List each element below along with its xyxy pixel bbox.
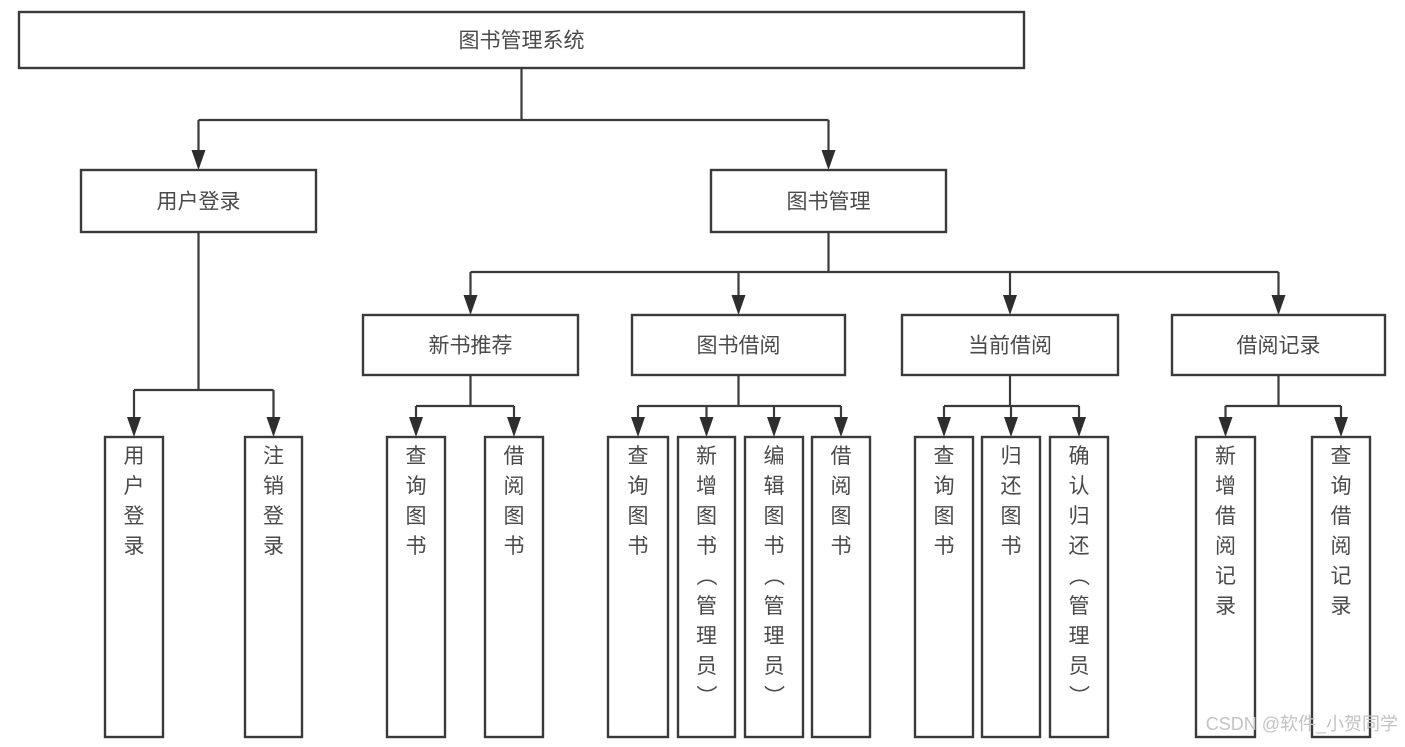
node-box	[980, 435, 1042, 739]
node-label: 查询图书	[406, 445, 427, 558]
node-label: 注销登录	[263, 445, 284, 558]
arrow-head-icon	[409, 417, 423, 437]
arrow-head-icon	[767, 417, 781, 437]
node-box	[483, 435, 545, 739]
arrow-head-icon	[127, 417, 141, 437]
arrow-head-icon	[1003, 295, 1017, 315]
node-label: 归还图书	[1001, 445, 1022, 558]
node-box	[103, 435, 165, 739]
csdn-watermark: CSDN @软件_小贺同学	[1206, 714, 1398, 735]
node-leaf-2[interactable]: 查询图书	[385, 435, 447, 739]
node-label: 借阅图书	[504, 445, 525, 558]
node-box	[361, 313, 580, 377]
node-label: 用户登录	[157, 191, 241, 214]
node-leaf-10[interactable]: 确认归还（管理员）	[1048, 435, 1110, 739]
node-box	[913, 435, 975, 739]
node-leaf-7[interactable]: 借阅图书	[810, 435, 872, 739]
node-leaf-0[interactable]: 用户登录	[103, 435, 165, 739]
arrow-head-icon	[1072, 417, 1086, 437]
node-box	[709, 168, 948, 234]
arrow-head-icon	[266, 417, 281, 437]
node-level2-0[interactable]: 用户登录	[79, 168, 318, 234]
node-leaf-5[interactable]: 新增图书（管理员）	[676, 435, 737, 739]
arrow-head-icon	[463, 295, 478, 315]
node-level3-0[interactable]: 新书推荐	[361, 313, 580, 377]
node-box	[79, 168, 318, 234]
node-label: 借阅记录	[1237, 335, 1321, 358]
node-leaf-4[interactable]: 查询图书	[606, 435, 670, 739]
arrow-head-icon	[1334, 417, 1348, 437]
node-label: 查询借阅记录	[1331, 445, 1352, 618]
arrow-head-icon	[507, 417, 521, 437]
node-box	[606, 435, 670, 739]
node-leaf-8[interactable]: 查询图书	[913, 435, 975, 739]
node-leaf-9[interactable]: 归还图书	[980, 435, 1042, 739]
node-leaf-3[interactable]: 借阅图书	[483, 435, 545, 739]
node-level3-3[interactable]: 借阅记录	[1170, 313, 1387, 377]
node-box	[385, 435, 447, 739]
node-label: 确认归还（管理员）	[1069, 445, 1091, 708]
node-box	[1310, 435, 1372, 739]
node-label: 新增借阅记录	[1215, 445, 1236, 618]
node-label: 新书推荐	[429, 335, 513, 358]
node-label: 编辑图书（管理员）	[764, 445, 786, 708]
node-label: 新增图书（管理员）	[696, 445, 718, 708]
node-box	[1048, 435, 1110, 739]
node-box	[17, 10, 1026, 70]
node-box	[676, 435, 737, 739]
node-label: 图书管理	[787, 191, 871, 214]
arrow-head-icon	[1004, 417, 1018, 437]
node-box	[1170, 313, 1387, 377]
node-leaf-11[interactable]: 新增借阅记录	[1194, 435, 1257, 739]
node-box	[900, 313, 1120, 377]
node-box	[810, 435, 872, 739]
node-label: 用户登录	[124, 445, 145, 558]
node-box	[743, 435, 805, 739]
arrow-head-icon	[191, 150, 206, 170]
node-label: 当前借阅	[968, 335, 1052, 358]
node-leaf-1[interactable]: 注销登录	[243, 435, 304, 739]
arrow-head-icon	[731, 295, 746, 315]
node-root-0[interactable]: 图书管理系统	[17, 10, 1026, 70]
node-box	[1194, 435, 1257, 739]
node-boxes-group: 图书管理系统用户登录图书管理新书推荐图书借阅当前借阅借阅记录用户登录注销登录查询…	[17, 10, 1387, 739]
arrow-head-icon	[631, 417, 645, 437]
node-label: 查询图书	[628, 445, 649, 558]
arrow-head-icon	[821, 150, 836, 170]
arrow-head-icon	[699, 417, 714, 437]
arrow-head-icon	[937, 417, 951, 437]
arrow-head-icon	[1271, 295, 1286, 315]
arrow-head-icon	[834, 417, 848, 437]
node-label: 借阅图书	[831, 445, 852, 558]
node-level3-1[interactable]: 图书借阅	[630, 313, 847, 377]
node-label: 查询图书	[934, 445, 955, 558]
node-box	[630, 313, 847, 377]
node-level3-2[interactable]: 当前借阅	[900, 313, 1120, 377]
node-level2-1[interactable]: 图书管理	[709, 168, 948, 234]
arrow-head-icon	[1218, 417, 1233, 437]
connector-lines-group	[127, 68, 1348, 437]
node-box	[243, 435, 304, 739]
node-leaf-6[interactable]: 编辑图书（管理员）	[743, 435, 805, 739]
node-label: 图书借阅	[697, 335, 781, 358]
node-leaf-12[interactable]: 查询借阅记录	[1310, 435, 1372, 739]
node-label: 图书管理系统	[459, 30, 585, 53]
